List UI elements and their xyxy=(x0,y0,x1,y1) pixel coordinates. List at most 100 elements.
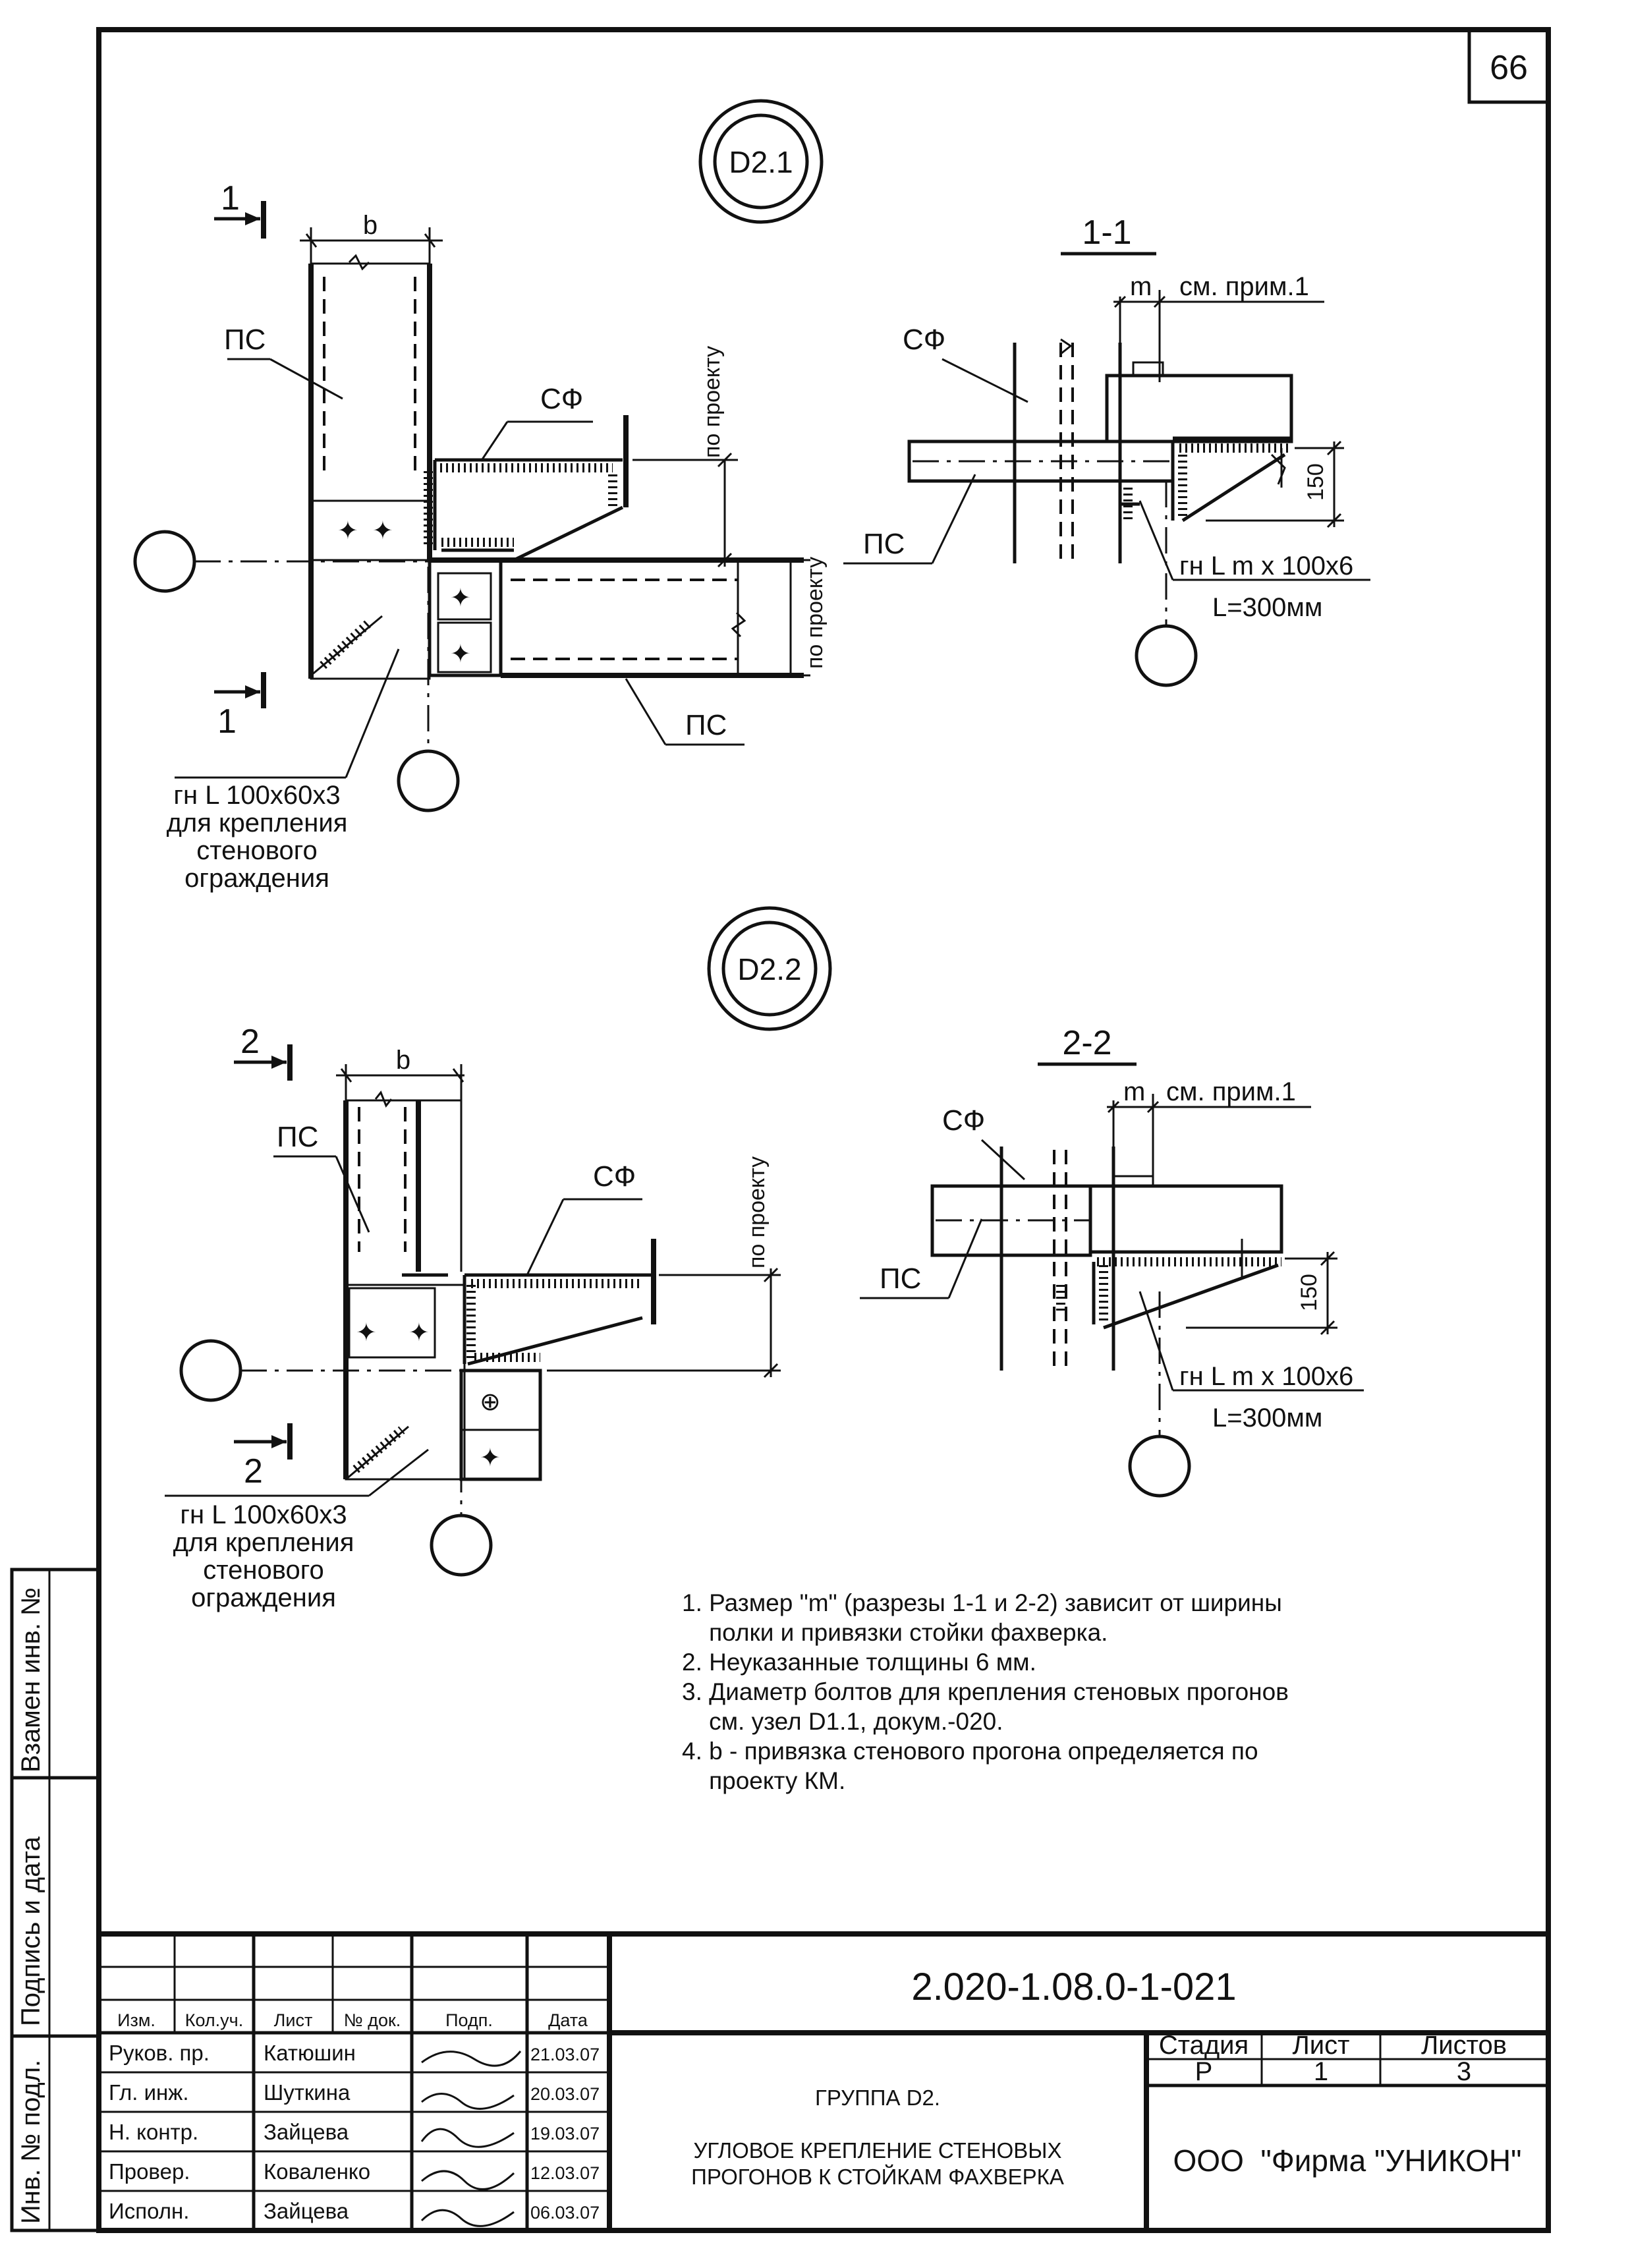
hdr-signature: Подп. xyxy=(445,2010,493,2030)
company-name: ООО "Фирма "УНИКОН" xyxy=(1173,2143,1522,2178)
label-sf-s1: СФ xyxy=(903,324,945,356)
note-4: 4. b - привязка стенового прогона опреде… xyxy=(682,1738,1258,1765)
callout-angle-1-line2: для крепления xyxy=(167,808,348,837)
section-marker-2-top: 2 xyxy=(240,1023,260,1061)
svg-text:✦: ✦ xyxy=(450,584,471,612)
label-ps-bottom-1: ПС xyxy=(685,709,727,741)
sheet-value: 1 xyxy=(1314,2057,1328,2086)
hdr-doc-no: № док. xyxy=(344,2010,401,2030)
dim-b-1: b xyxy=(363,211,378,240)
role-2: Гл. инж. xyxy=(109,2080,189,2105)
callout-angle-1-line4: ограждения xyxy=(184,864,329,893)
section-marker-1-bottom: 1 xyxy=(217,702,237,741)
callout-angle-s2-line2: L=300мм xyxy=(1212,1403,1322,1432)
node-d2-2: D2.2 2 b ПС ✦ ✦ ⊕ ✦ xyxy=(165,906,832,1612)
stamp-original-inv: Инв. № подл. xyxy=(16,2060,45,2224)
note-3-cont: см. узел D1.1, докум.-020. xyxy=(682,1708,1003,1735)
dim-by-project-2: по проекту xyxy=(745,1156,770,1268)
hdr-kol-uch: Кол.уч. xyxy=(185,2010,243,2030)
label-sf-1: СФ xyxy=(540,383,583,415)
notes-block: 1. Размер "m" (разрезы 1-1 и 2-2) зависи… xyxy=(682,1589,1289,1794)
name-4: Коваленко xyxy=(264,2159,370,2184)
group-label: ГРУППА D2. xyxy=(815,2085,940,2110)
svg-text:✦: ✦ xyxy=(408,1319,430,1347)
callout-angle-s1-line1: гн L m х 100х6 xyxy=(1179,552,1353,581)
section-2-2-title: 2-2 xyxy=(1062,1024,1111,1062)
label-sf-2: СФ xyxy=(593,1160,636,1193)
svg-text:✦: ✦ xyxy=(450,640,471,668)
sheet-header: Лист xyxy=(1293,2031,1350,2060)
callout-angle-1-line3: стенового xyxy=(196,836,317,865)
side-stamp: Взамен инв. № Подпись и дата Инв. № подл… xyxy=(10,1568,101,2232)
svg-text:✦: ✦ xyxy=(372,517,393,545)
callout-angle-s1-line2: L=300мм xyxy=(1212,593,1322,622)
name-5: Зайцева xyxy=(264,2199,349,2223)
role-4: Провер. xyxy=(109,2159,190,2184)
section-1-1: 1-1 СФ ПС m см. прим.1 xyxy=(843,213,1370,687)
label-ps-s2: ПС xyxy=(880,1262,921,1295)
date-1: 21.03.07 xyxy=(530,2045,600,2064)
dim-150-s2: 150 xyxy=(1297,1274,1322,1311)
svg-text:✦: ✦ xyxy=(356,1319,377,1347)
svg-text:✦: ✦ xyxy=(480,1444,501,1472)
label-ps-top-1: ПС xyxy=(224,324,266,356)
callout-angle-2-line2: для крепления xyxy=(173,1528,354,1557)
section-2-2: 2-2 СФ ПС m см. прим.1 150 xyxy=(860,1024,1364,1498)
note-ref-s2: см. прим.1 xyxy=(1166,1077,1296,1106)
callout-angle-s2-line1: гн L m х 100х6 xyxy=(1179,1362,1353,1391)
section-1-1-title: 1-1 xyxy=(1082,213,1131,252)
date-4: 12.03.07 xyxy=(530,2163,600,2183)
dim-m-s1: m xyxy=(1130,272,1152,301)
sheets-value: 3 xyxy=(1457,2057,1471,2086)
name-3: Зайцева xyxy=(264,2120,349,2144)
dim-150-s1: 150 xyxy=(1303,463,1328,501)
sheet-number: 66 xyxy=(1490,49,1528,87)
dim-m-s2: m xyxy=(1123,1077,1145,1106)
note-1-cont: полки и привязки стойки фахверка. xyxy=(682,1619,1108,1646)
role-5: Исполн. xyxy=(109,2199,189,2223)
stamp-signature-date: Подпись и дата xyxy=(16,1836,45,2026)
callout-angle-1-line1: гн L 100х60х3 xyxy=(173,781,340,810)
date-3: 19.03.07 xyxy=(530,2124,600,2143)
svg-text:✦: ✦ xyxy=(337,517,358,545)
sheet-frame xyxy=(96,27,1551,2233)
stage-value: Р xyxy=(1195,2057,1213,2086)
date-2: 20.03.07 xyxy=(530,2084,600,2104)
stamp-replace-inv: Взамен инв. № xyxy=(16,1587,45,1772)
date-5: 06.03.07 xyxy=(530,2203,600,2223)
node-id-d2-2: D2.2 xyxy=(737,952,801,986)
node-d2-1: D2.1 1 b ПС ПС xyxy=(133,99,828,893)
label-ps-2: ПС xyxy=(277,1121,318,1153)
svg-text:⊕: ⊕ xyxy=(480,1388,501,1416)
role-3: Н. контр. xyxy=(109,2120,198,2144)
stage-header: Стадия xyxy=(1159,2031,1249,2060)
section-marker-1-top: 1 xyxy=(221,179,240,217)
title-block: Изм. Кол.уч. Лист № док. Подп. Дата Руко… xyxy=(99,1931,1548,2230)
dim-by-project-1b: по проекту xyxy=(802,557,828,669)
note-3: 3. Диаметр болтов для крепления стеновых… xyxy=(682,1678,1289,1705)
label-ps-s1: ПС xyxy=(863,528,905,560)
note-2: 2. Неуказанные толщины 6 мм. xyxy=(682,1649,1036,1676)
note-1: 1. Размер "m" (разрезы 1-1 и 2-2) зависи… xyxy=(682,1589,1282,1616)
name-1: Катюшин xyxy=(264,2041,356,2065)
note-ref-s1: см. прим.1 xyxy=(1179,272,1309,301)
drawing-title-line1: УГЛОВОЕ КРЕПЛЕНИЕ СТЕНОВЫХ xyxy=(693,2138,1061,2163)
drawing-title-line2: ПРОГОНОВ К СТОЙКАМ ФАХВЕРКА xyxy=(691,2165,1064,2189)
hdr-list: Лист xyxy=(274,2010,313,2030)
dim-b-2: b xyxy=(396,1046,410,1075)
callout-angle-2-line3: стенового xyxy=(203,1556,323,1585)
hdr-izm: Изм. xyxy=(117,2010,155,2030)
section-marker-2-bottom: 2 xyxy=(244,1452,263,1490)
callout-angle-2-line4: ограждения xyxy=(191,1583,336,1612)
signature-scribble xyxy=(420,2051,522,2227)
label-sf-s2: СФ xyxy=(942,1104,985,1137)
document-designation: 2.020-1.08.0-1-021 xyxy=(911,1966,1236,2008)
name-2: Шуткина xyxy=(264,2080,351,2105)
role-1: Руков. пр. xyxy=(109,2041,210,2065)
node-id-d2-1: D2.1 xyxy=(729,145,793,179)
hdr-date: Дата xyxy=(548,2010,588,2030)
note-4-cont: проекту КМ. xyxy=(682,1767,845,1794)
bolt-icon: ✦ ✦ ⊕ ✦ xyxy=(356,1319,501,1472)
bolt-icon: ✦ ✦ ✦ ✦ xyxy=(337,517,471,668)
